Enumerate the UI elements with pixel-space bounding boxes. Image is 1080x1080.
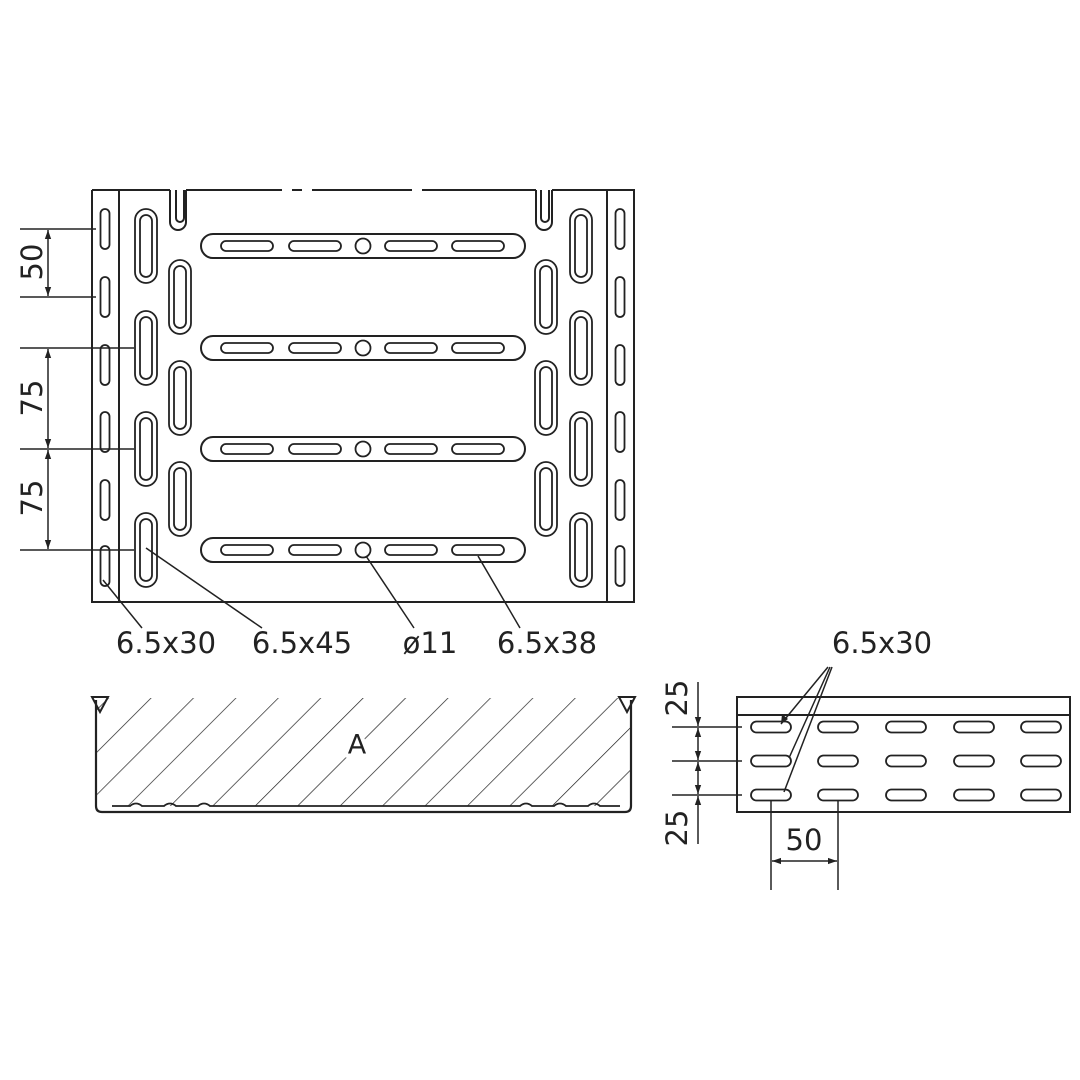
rung-slot	[451, 544, 505, 556]
rung-slot	[220, 544, 274, 556]
long-slot-outer	[569, 310, 593, 386]
section-label-a: A	[348, 730, 367, 761]
side-view-slot	[1020, 720, 1062, 734]
long-slot-outer	[534, 259, 558, 335]
top-view: 50 75 75 6.5x30 6.5x45 ø11 6.5x38	[15, 189, 635, 660]
side-view-slot	[953, 788, 995, 802]
rung-slot	[220, 342, 274, 354]
rung-hole	[354, 339, 372, 357]
rungs	[200, 233, 526, 563]
rung	[200, 436, 526, 462]
dim-side-top: 25	[660, 680, 694, 717]
long-slot-inner	[539, 265, 553, 329]
flange-slot-right	[614, 276, 626, 318]
flange-slot-left	[99, 208, 111, 250]
side-view-slot	[885, 788, 927, 802]
flange-slot-left	[99, 545, 111, 587]
flange-slot-right	[614, 411, 626, 453]
rung-slot	[220, 443, 274, 455]
long-slot-outer	[534, 360, 558, 436]
long-slot-outer	[569, 411, 593, 487]
rung-slot	[384, 240, 438, 252]
label-side-slot-6.5x30: 6.5x30	[832, 626, 932, 660]
section-view: A	[90, 696, 637, 814]
long-slot-inner	[539, 467, 553, 531]
label-slot-6.5x38: 6.5x38	[497, 626, 597, 660]
side-view: 6.5x30 25 25 50	[660, 626, 1071, 890]
label-slot-6.5x30: 6.5x30	[116, 626, 216, 660]
rung	[200, 335, 526, 361]
rung-hole	[354, 440, 372, 458]
rung-slot	[288, 443, 342, 455]
side-view-slot	[885, 754, 927, 768]
long-slot-inner	[139, 518, 153, 582]
rung	[200, 537, 526, 563]
side-view-slot	[750, 720, 792, 734]
long-slot-outer	[134, 208, 158, 284]
long-slot-outer	[534, 461, 558, 537]
long-slot-outer	[168, 360, 192, 436]
dim-pitch-rung-1: 75	[15, 380, 49, 417]
long-slot-inner	[139, 417, 153, 481]
rung-slot	[288, 544, 342, 556]
long-slot-inner	[173, 366, 187, 430]
side-view-slot	[817, 754, 859, 768]
rung-slot	[451, 240, 505, 252]
flange-slot-left	[99, 344, 111, 386]
flange-slot-left	[99, 411, 111, 453]
side-view-slot	[885, 720, 927, 734]
rung	[200, 233, 526, 259]
rung-hole	[354, 541, 372, 559]
long-slot-outer	[168, 259, 192, 335]
long-slot-inner	[574, 518, 588, 582]
side-view-slot	[817, 720, 859, 734]
rung-slot	[384, 544, 438, 556]
long-slot-inner	[574, 316, 588, 380]
flange-slot-left	[99, 479, 111, 521]
dim-side-pitch: 50	[786, 823, 823, 857]
rung-slot	[288, 240, 342, 252]
side-view-slot	[953, 720, 995, 734]
side-slots	[99, 208, 626, 587]
long-slot-outer	[134, 411, 158, 487]
rung-hole	[354, 237, 372, 255]
side-view-slot	[953, 754, 995, 768]
long-slot-inner	[539, 366, 553, 430]
rung-slot	[384, 443, 438, 455]
long-slot-outer	[134, 310, 158, 386]
long-slot-inner	[139, 316, 153, 380]
long-slot-outer	[569, 512, 593, 588]
flange-slot-right	[614, 344, 626, 386]
rung-slot	[220, 240, 274, 252]
side-view-slot	[817, 788, 859, 802]
long-slot-inner	[173, 467, 187, 531]
long-slot-inner	[139, 214, 153, 278]
long-slots	[134, 208, 593, 588]
flange-slot-right	[614, 545, 626, 587]
rung-slot	[451, 342, 505, 354]
rung-slot	[288, 342, 342, 354]
side-view-slot	[750, 754, 792, 768]
long-slot-inner	[173, 265, 187, 329]
rung-slot	[384, 342, 438, 354]
label-slot-6.5x45: 6.5x45	[252, 626, 352, 660]
flange-slot-right	[614, 479, 626, 521]
dim-pitch-side: 50	[15, 244, 49, 281]
dim-side-bottom: 25	[660, 810, 694, 847]
flange-slot-left	[99, 276, 111, 318]
rung-slot	[451, 443, 505, 455]
long-slot-outer	[569, 208, 593, 284]
flange-slot-right	[614, 208, 626, 250]
long-slot-inner	[574, 417, 588, 481]
side-view-slots	[750, 720, 1062, 802]
dim-pitch-rung-2: 75	[15, 480, 49, 517]
long-slot-outer	[134, 512, 158, 588]
side-view-slot	[1020, 754, 1062, 768]
long-slot-outer	[168, 461, 192, 537]
label-hole-diameter: ø11	[403, 626, 458, 660]
long-slot-inner	[574, 214, 588, 278]
side-view-slot	[1020, 788, 1062, 802]
